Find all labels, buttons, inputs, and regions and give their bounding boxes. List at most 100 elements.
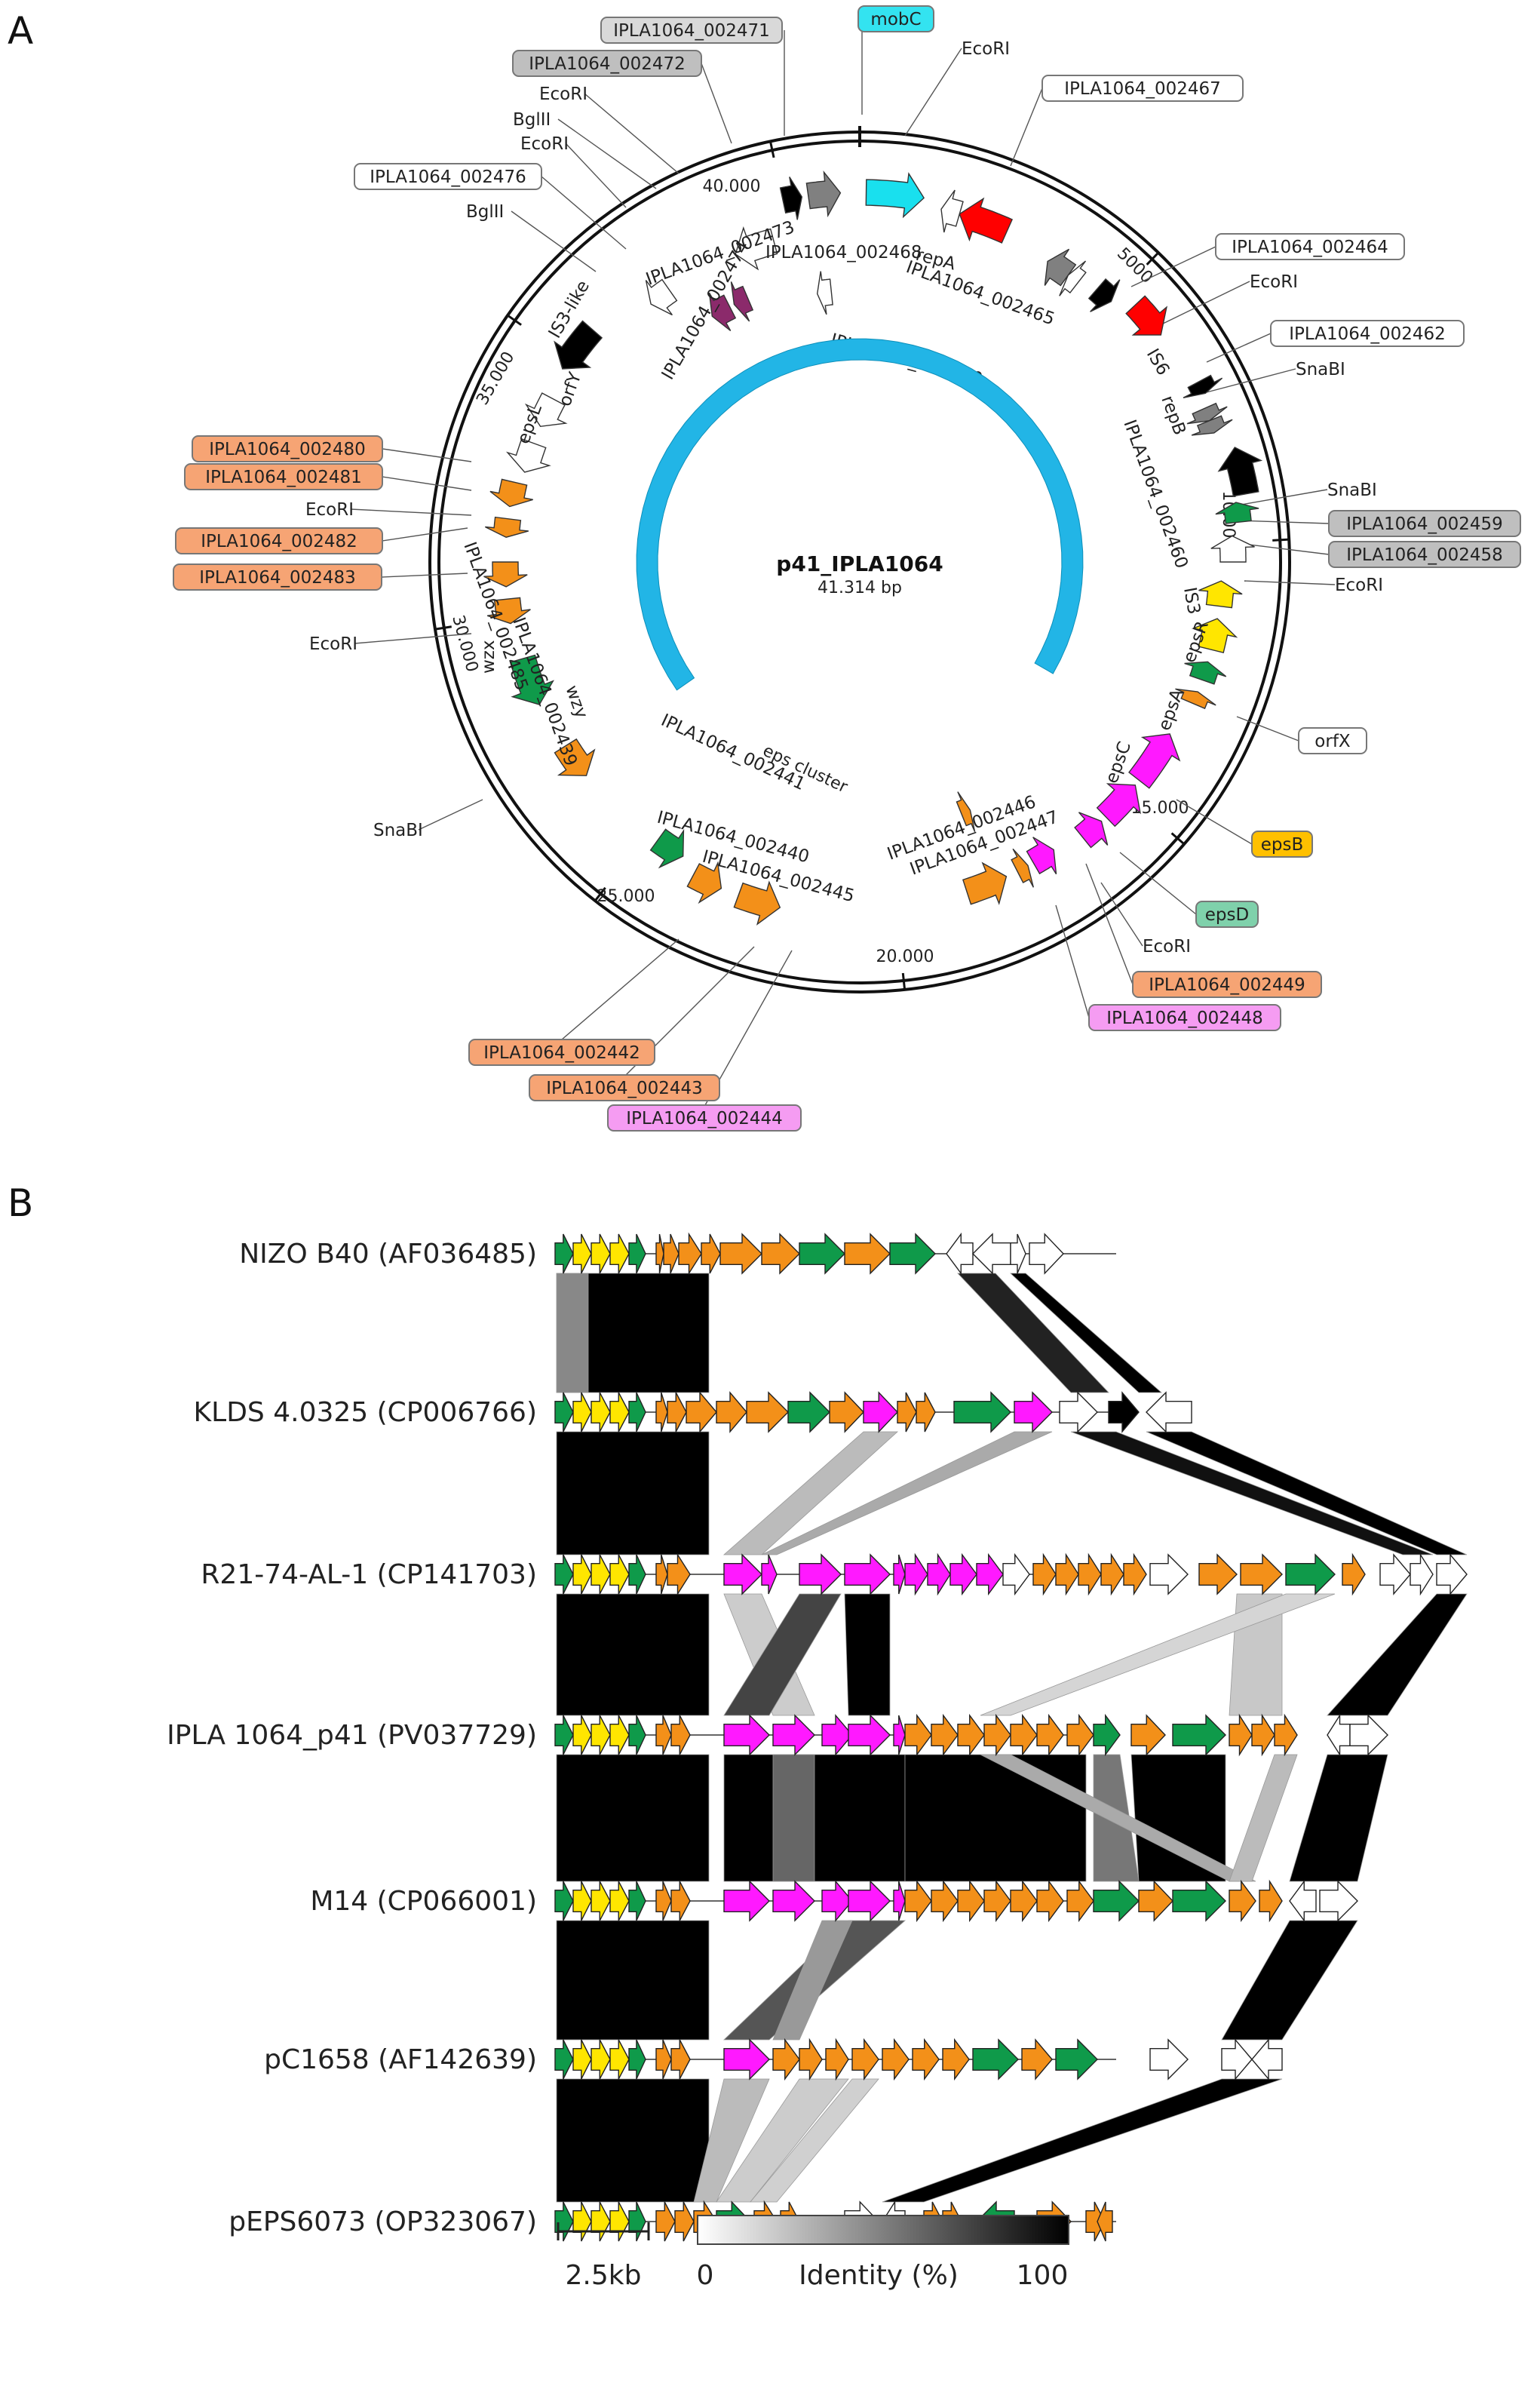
gene-label: IS3	[1180, 586, 1204, 616]
identity-band	[556, 1920, 710, 2041]
track-gene-arrow	[1221, 2038, 1253, 2080]
gene-002463-arrow	[1059, 260, 1087, 296]
gene-002441-arrow	[956, 791, 976, 832]
track-gene-arrow	[1379, 1553, 1411, 1595]
track-gene-arrow	[746, 1391, 789, 1433]
leader-line	[1161, 281, 1250, 325]
scale-tick-mark	[901, 972, 907, 990]
gene-002464-arrow	[1044, 248, 1077, 287]
gene-box-label-text: IPLA1064_002482	[201, 532, 357, 551]
panel-b: B NIZO B40 (AF036485)KLDS 4.0325 (CP0067…	[8, 1181, 1468, 2291]
track-gene-arrow	[1285, 1553, 1336, 1595]
track-gene-arrow	[1032, 1552, 1057, 1596]
gene-box-label	[607, 1104, 802, 1132]
identity-band	[1289, 1754, 1388, 1882]
identity-band	[556, 1273, 589, 1393]
track-gene-arrow	[912, 2037, 940, 2081]
track-gene-arrow	[799, 2037, 823, 2081]
conserved-gene-arrow	[572, 2201, 592, 2242]
leader-line	[1055, 904, 1090, 1018]
track-gene-arrow	[931, 1713, 959, 1757]
identity-min-label: 0	[697, 2260, 714, 2291]
leader-line	[1236, 489, 1328, 506]
gene-box-label	[175, 527, 383, 554]
restriction-site-label: EcoRI	[539, 84, 587, 104]
gene-label: IPLA1064_002468	[765, 243, 922, 263]
gene-box-label	[184, 463, 383, 490]
gene-002470-arrow	[816, 271, 833, 315]
conserved-gene-arrow	[628, 1392, 646, 1433]
track-gene-arrow	[1259, 1879, 1283, 1923]
track-gene-arrow	[972, 1233, 1011, 1275]
orfY-arrow	[524, 392, 568, 428]
track-gene-arrow	[723, 1553, 762, 1595]
track-gene-arrow	[663, 1233, 680, 1274]
track-gene-arrow	[1172, 1880, 1226, 1922]
wzy-arrow	[649, 828, 685, 869]
gene-label: orfY	[555, 369, 585, 409]
conserved-gene-arrow	[609, 2039, 630, 2080]
scale-bar-label: 2.5kb	[566, 2260, 642, 2291]
restriction-site-label: BglII	[466, 202, 504, 222]
track-gene-arrow	[799, 1553, 842, 1595]
track-gene-arrow	[844, 1233, 891, 1275]
identity-band	[723, 1593, 842, 1716]
leader-line-layer	[350, 30, 1336, 1106]
track-gene-arrow	[904, 1552, 928, 1596]
leader-line	[904, 48, 962, 137]
identity-band-layer	[556, 1273, 1468, 2203]
identity-band	[750, 2078, 879, 2203]
gene-002480-arrow	[489, 478, 533, 508]
leader-line	[1010, 88, 1043, 167]
orfX-arrow	[1210, 535, 1255, 563]
track-gene-arrow	[1289, 1879, 1317, 1923]
track-gene-arrow	[670, 2039, 691, 2080]
gene-box-label	[1041, 75, 1244, 102]
scale-tick-label: 20.000	[876, 947, 934, 966]
track-gene-arrow	[821, 1714, 853, 1756]
identity-band	[772, 1754, 815, 1882]
leader-line	[561, 938, 680, 1040]
plasmid-name: p41_IPLA1064	[776, 551, 943, 576]
identity-band	[957, 1273, 1109, 1393]
track-gene-arrow	[825, 2037, 849, 2081]
leader-line	[1119, 852, 1197, 915]
track-gene-arrow	[1436, 1553, 1468, 1595]
gene-002459-arrow	[1186, 402, 1228, 425]
restriction-site-label: EcoRI	[305, 500, 354, 520]
track-gene-arrow	[1014, 1391, 1053, 1433]
gene-box-label-text: IPLA1064_002467	[1064, 79, 1221, 99]
gene-box-label-text: IPLA1064_002481	[205, 468, 362, 487]
track-gene-arrow	[829, 1391, 864, 1433]
gene-arrow-layer	[483, 170, 1263, 926]
gene-label: IPLA1064_002460	[1119, 417, 1191, 571]
conserved-gene-arrow	[572, 1392, 592, 1433]
track-gene-arrow	[1251, 1713, 1275, 1757]
track-gene-arrow	[983, 1713, 1011, 1757]
gene-002482-arrow	[483, 561, 528, 588]
restriction-site-label: SnaBI	[1296, 360, 1345, 379]
restriction-site-label: EcoRI	[962, 39, 1010, 59]
track-gene-arrow	[1029, 1233, 1064, 1275]
gene-002458-arrow	[1191, 415, 1233, 436]
conserved-gene-arrow	[591, 1233, 611, 1274]
track-gene-arrow	[863, 1391, 898, 1433]
track-gene-arrow	[686, 1391, 717, 1433]
scale-tick-mark	[1272, 538, 1290, 542]
track-gene-arrow	[1149, 1553, 1189, 1595]
epsA-arrow	[1198, 580, 1243, 609]
conserved-gene-arrow	[609, 1392, 630, 1433]
gene-box-label-text: IPLA1064_002442	[483, 1043, 640, 1063]
track-gene-arrow	[655, 1392, 668, 1433]
identity-band	[1070, 1431, 1434, 1555]
track-gene-arrow	[1078, 1552, 1102, 1596]
track-gene-arrow	[1036, 1713, 1064, 1757]
epsL-arrow	[505, 438, 551, 473]
epsR-arrow	[1215, 502, 1259, 524]
gene-box-label	[1215, 233, 1405, 260]
track-label-layer: NIZO B40 (AF036485)KLDS 4.0325 (CP006766…	[167, 1239, 537, 2237]
conserved-gene-arrow	[591, 1392, 611, 1433]
track-gene-arrow	[931, 1879, 959, 1923]
track-label: R21-74-AL-1 (CP141703)	[201, 1559, 537, 1590]
conserved-gene-arrow	[554, 1554, 574, 1595]
